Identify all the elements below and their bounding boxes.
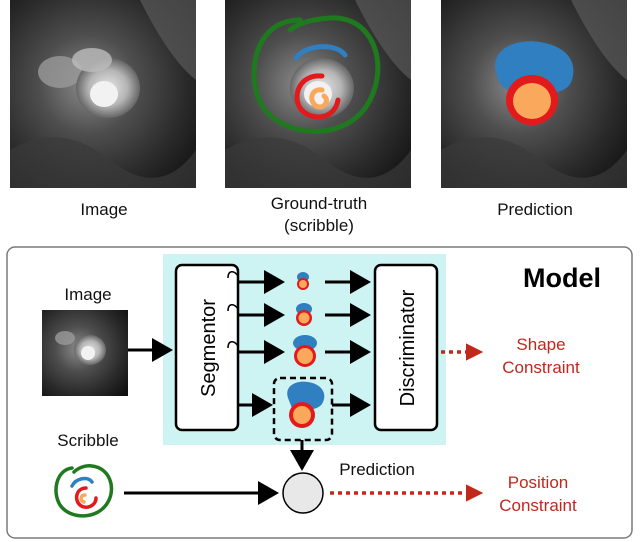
input-image-thumbnail [42,310,128,396]
shape-constraint-line2: Constraint [502,358,580,377]
shape-constraint-line1: Shape [516,335,565,354]
position-constraint-line2: Constraint [499,496,577,515]
mask-medium [293,335,317,367]
top-image-ground-truth [225,0,411,188]
mask-small-2 [296,303,312,326]
prediction-label: Prediction [339,460,415,479]
mask-small-1 [297,272,309,290]
caption-ground-truth-line2: (scribble) [284,216,354,235]
caption-prediction: Prediction [497,200,573,219]
pred-blood-pool [513,83,551,119]
model-input-image-label: Image [64,285,111,304]
position-constraint-line1: Position [508,473,568,492]
position-loss-node [282,472,324,514]
discriminator-box [373,263,439,432]
caption-ground-truth-line1: Ground-truth [271,194,367,213]
top-image-raw [10,0,196,188]
multiscale-outputs [227,270,371,442]
scribble-green-loop [251,15,381,134]
segmentor-label: Segmentor [198,299,220,397]
model-scribble-label: Scribble [57,431,118,450]
pred-right-ventricle [495,41,574,93]
final-prediction-dashed-box [272,376,334,442]
caption-image: Image [80,200,127,219]
model-title: Model [523,263,601,293]
scribble-blue [293,44,348,61]
scribble-red [294,73,341,120]
mask-large [287,381,325,428]
segmentor-box [174,263,240,432]
top-image-prediction [441,0,627,188]
scribble-thumbnail [54,464,114,518]
discriminator-label: Discriminator [397,289,419,406]
scribble-orange [309,87,329,110]
